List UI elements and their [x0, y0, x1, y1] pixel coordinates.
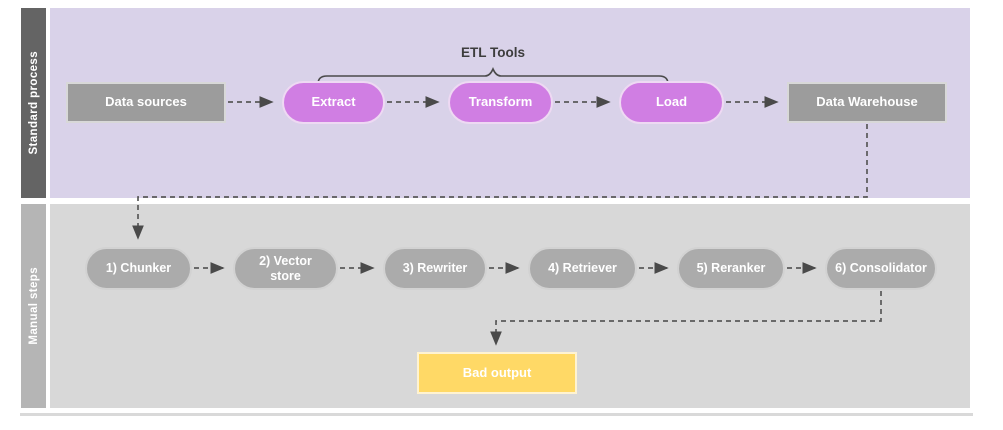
- lane-label-text: Standard process: [27, 51, 40, 155]
- bottom-divider: [20, 413, 973, 416]
- node-vector-store: 2) Vector store: [233, 247, 338, 290]
- node-extract: Extract: [282, 81, 385, 124]
- node-bad-output: Bad output: [417, 352, 577, 394]
- node-rewriter: 3) Rewriter: [383, 247, 487, 290]
- node-data-sources: Data sources: [66, 82, 226, 123]
- node-transform: Transform: [448, 81, 553, 124]
- node-load: Load: [619, 81, 724, 124]
- lane-label-text: Manual steps: [27, 267, 40, 345]
- node-retriever: 4) Retriever: [528, 247, 637, 290]
- lane-label-standard-process: Standard process: [21, 8, 46, 198]
- node-consolidator: 6) Consolidator: [825, 247, 937, 290]
- node-data-warehouse: Data Warehouse: [787, 82, 947, 123]
- etl-tools-caption: ETL Tools: [461, 45, 525, 60]
- node-reranker: 5) Reranker: [677, 247, 785, 290]
- node-chunker: 1) Chunker: [85, 247, 192, 290]
- lane-label-manual-steps: Manual steps: [21, 204, 46, 408]
